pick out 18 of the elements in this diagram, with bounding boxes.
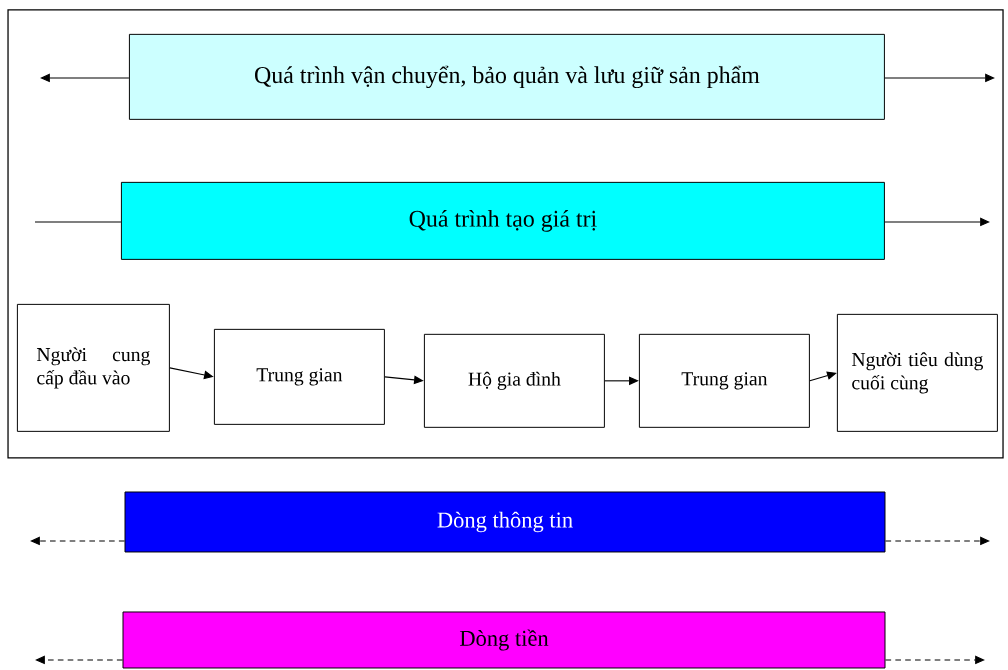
process-box: Người tiêu dùng cuối cùng: [836, 313, 998, 432]
arrow: [884, 217, 990, 227]
arrow: [35, 655, 124, 665]
arrow: [884, 73, 995, 83]
arrow: [30, 536, 126, 546]
process-band: Quá trình vận chuyển, bảo quản và lưu giữ sản phẩm: [128, 33, 885, 120]
arrow: [809, 371, 837, 382]
process-band: Quá trình tạo giá trị: [120, 181, 885, 260]
arrow: [884, 536, 990, 546]
frame-box: [7, 9, 1004, 459]
arrow: [884, 655, 985, 665]
arrow: [40, 73, 130, 83]
process-box: Trung gian: [638, 333, 810, 428]
process-band: Dòng thông tin: [124, 491, 886, 553]
process-box: Người cung cấp đầu vào: [16, 303, 170, 432]
process-band: Dòng tiền: [122, 611, 886, 669]
process-box: Trung gian: [213, 328, 385, 425]
process-box: Hộ gia đình: [423, 333, 605, 428]
